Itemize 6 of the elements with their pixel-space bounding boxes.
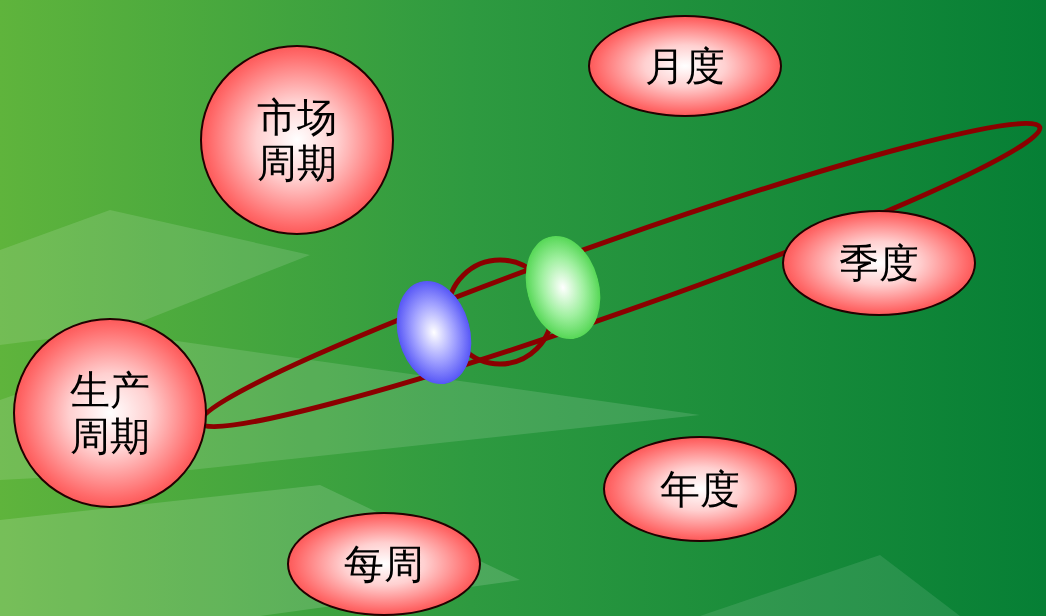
node-label: 每周 (344, 541, 424, 587)
node-label: 市场周期 (256, 94, 338, 186)
node-label: 生产周期 (69, 367, 151, 459)
node-label: 季度 (839, 240, 919, 286)
node-label: 年度 (660, 466, 740, 512)
node-label: 月度 (645, 43, 725, 89)
